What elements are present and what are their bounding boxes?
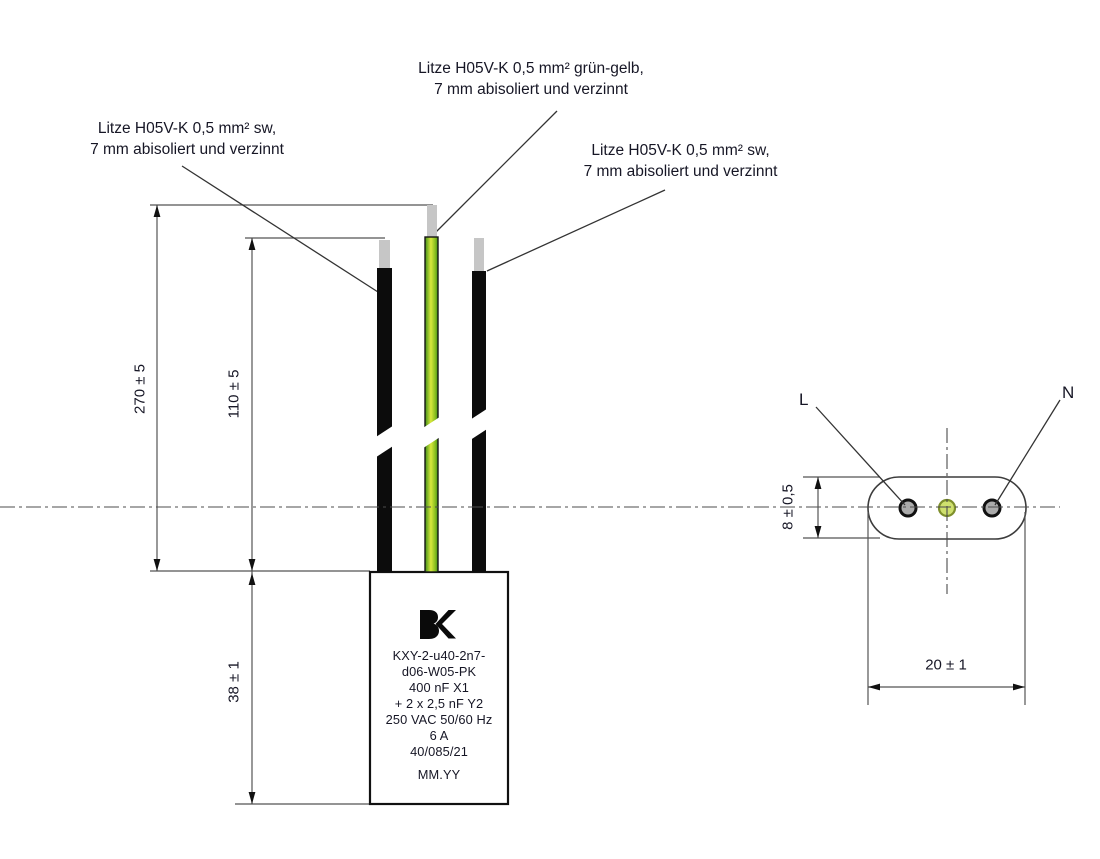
callout-left-wire-line1: Litze H05V-K 0,5 mm² sw, xyxy=(97,120,277,137)
callout-center-wire-line2: 7 mm abisoliert und verzinnt xyxy=(434,81,628,98)
dimension-body-thickness: 8 ± 0,5 xyxy=(779,484,797,530)
callout-left-wire: Litze H05V-K 0,5 mm² sw, 7 mm abisoliert… xyxy=(42,118,332,160)
wires xyxy=(361,205,502,573)
device-label-current-rating: 6 A xyxy=(429,728,449,743)
side-view-arrowheads xyxy=(814,477,1025,691)
bk-logo-icon xyxy=(418,609,458,648)
leader-terminal-n xyxy=(994,399,1061,506)
dimension-wire-total-length: 270 ± 5 xyxy=(131,364,149,414)
dimension-wire-free-length: 110 ± 5 xyxy=(225,369,243,419)
dimension-body-width: 20 ± 1 xyxy=(925,656,967,674)
terminal-n-label: N xyxy=(1062,383,1075,402)
wire-break-marks xyxy=(361,405,502,461)
device-label-date-code: MM.YY xyxy=(417,767,461,782)
leader-top-callout xyxy=(432,110,558,236)
callout-right-wire-line2: 7 mm abisoliert und verzinnt xyxy=(583,163,778,180)
centerlines xyxy=(0,428,1060,594)
capacitor-body-outline xyxy=(368,570,510,806)
terminal-n-wire-cross-section xyxy=(982,498,1002,518)
leader-right-callout xyxy=(486,189,666,272)
tinned-end-center-wire xyxy=(427,205,437,239)
callout-right-wire-line1: Litze H05V-K 0,5 mm² sw, xyxy=(591,142,770,159)
device-label-approval-number: 40/085/21 xyxy=(410,744,468,759)
front-view-dimension-lines xyxy=(150,204,433,805)
leader-terminal-l xyxy=(815,406,906,506)
callout-leader-lines xyxy=(181,110,666,293)
device-label-voltage-rating: 250 VAC 50/60 Hz xyxy=(385,712,493,727)
device-label-part-number-2: d06-W05-PK xyxy=(401,664,477,679)
leader-left-callout xyxy=(181,165,379,293)
device-label: KXY-2-u40-2n7- d06-W05-PK 400 nF X1 + 2 … xyxy=(369,648,509,783)
green-yellow-wire-center xyxy=(424,236,439,573)
device-label-capacitance-x1: 400 nF X1 xyxy=(409,680,469,695)
device-label-part-number-1: KXY-2-u40-2n7- xyxy=(392,648,486,663)
dimension-body-height: 38 ± 1 xyxy=(225,661,243,703)
callout-center-wire-line1: Litze H05V-K 0,5 mm² grün-gelb, xyxy=(418,60,644,77)
callout-left-wire-line2: 7 mm abisoliert und verzinnt xyxy=(90,141,284,158)
tinned-end-left-wire xyxy=(379,240,390,270)
callout-right-wire: Litze H05V-K 0,5 mm² sw, 7 mm abisoliert… xyxy=(548,140,813,182)
terminal-l-label: L xyxy=(799,390,809,409)
black-wire-left xyxy=(377,268,392,572)
tinned-end-right-wire xyxy=(474,238,484,273)
terminal-leader-lines xyxy=(815,399,1061,506)
front-view-arrowheads xyxy=(153,205,256,804)
side-view-dimension-lines xyxy=(803,476,1026,705)
callout-center-wire: Litze H05V-K 0,5 mm² grün-gelb, 7 mm abi… xyxy=(385,58,677,100)
device-label-capacitance-y2: + 2 x 2,5 nF Y2 xyxy=(394,696,484,711)
